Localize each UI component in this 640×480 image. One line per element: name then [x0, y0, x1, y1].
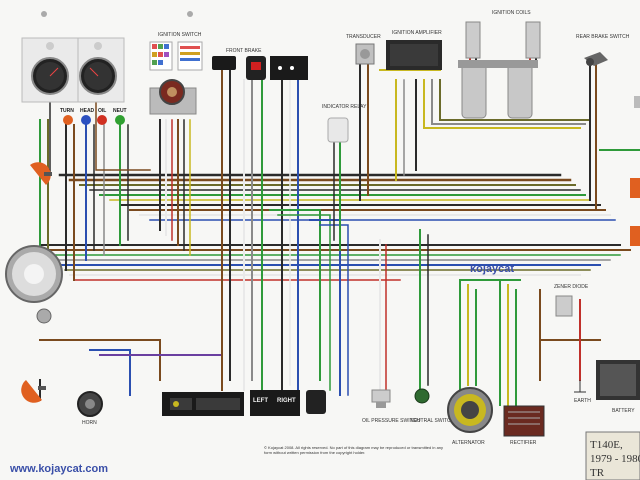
coil-icon — [461, 63, 487, 119]
oil-label: OIL — [98, 108, 106, 114]
zener-diode: ZENER DIODE — [554, 284, 589, 317]
alternator-label: ALTERNATOR — [452, 440, 485, 446]
ignition-switch-label: IGNITION SWITCH — [158, 32, 202, 38]
rear-brake-switch: REAR BRAKE SWITCH — [576, 34, 630, 66]
pilot-lamp-icon — [36, 308, 52, 324]
brand-text: kojaycat — [470, 263, 514, 275]
handlebar-switches: LEFT RIGHT — [162, 390, 326, 416]
model-title-box: T140E, 1979 - 1980 TR — [585, 431, 640, 480]
rectifier: RECTIFIER — [503, 405, 545, 446]
copyright-note: © Kojaycat 2008. All rights reserved. No… — [264, 445, 444, 455]
ignition-amplifier: IGNITION AMPLIFIER — [386, 30, 442, 70]
left-switch-label: LEFT — [253, 398, 268, 404]
headlamp-icon — [5, 245, 63, 303]
horn-label: HORN — [82, 420, 97, 426]
battery-label: BATTERY — [612, 408, 635, 414]
head-label: HEAD — [80, 108, 95, 114]
indicator-relay: INDICATOR RELAY — [322, 104, 367, 143]
indicator-relay-label: INDICATOR RELAY — [322, 104, 367, 110]
ignition-amplifier-label: IGNITION AMPLIFIER — [392, 30, 442, 36]
ignition-coils-label: IGNITION COILS — [492, 10, 531, 16]
rear-lamps — [630, 96, 640, 246]
neutral-lamp-icon — [115, 115, 125, 125]
turn-label: TURN — [60, 108, 74, 114]
model-suffix: TR — [590, 467, 605, 479]
copyright-text: © Kojaycat 2008. All rights reserved. No… — [264, 445, 444, 455]
zener-diode-label: ZENER DIODE — [554, 284, 589, 290]
earth-symbol-icon: EARTH — [574, 380, 591, 404]
front-brake-label: FRONT BRAKE — [226, 48, 262, 54]
turn-signal-rear-left-icon — [21, 380, 46, 403]
speedometer-gauge-icon — [21, 37, 79, 103]
turn-lamp-icon — [63, 115, 73, 125]
earth-label: EARTH — [574, 398, 591, 404]
neutral-switch-label: NEUTRAL SWITCH — [410, 418, 455, 424]
oil-pressure-switch-label: OIL PRESSURE SWITCH — [362, 418, 420, 424]
model-years: 1979 - 1980 — [590, 453, 640, 465]
neut-label: NEUT — [113, 108, 127, 114]
horn-icon: HORN — [77, 391, 103, 426]
oil-pressure-switch: OIL PRESSURE SWITCH — [362, 389, 420, 424]
brand-logo: kojaycat www.kojaycat.com — [9, 263, 514, 475]
pin-icons — [41, 11, 193, 17]
transducer-label: TRANSDUCER — [346, 34, 381, 40]
wire-bundle — [39, 29, 640, 406]
rear-brake-switch-label: REAR BRAKE SWITCH — [576, 34, 630, 40]
ignition-coils: IGNITION COILS — [458, 10, 541, 119]
oil-lamp-icon — [97, 115, 107, 125]
switch-icon — [251, 62, 261, 70]
rectifier-label: RECTIFIER — [510, 440, 537, 446]
website-url: www.kojaycat.com — [9, 463, 108, 475]
head-lamp-icon — [81, 115, 91, 125]
warning-lamps: TURN HEAD OIL NEUT — [60, 108, 127, 125]
coil-icon — [507, 63, 533, 119]
right-switch-label: RIGHT — [277, 398, 296, 404]
battery-icon: BATTERY — [596, 360, 640, 414]
ignition-switch: IGNITION SWITCH — [149, 32, 203, 115]
model-title: T140E, — [590, 439, 623, 451]
alternator-icon: ALTERNATOR — [447, 387, 493, 446]
front-brake-switch: FRONT BRAKE — [212, 48, 308, 80]
transducer: TRANSDUCER — [346, 34, 381, 65]
turn-signal-front-left-icon — [30, 162, 52, 185]
tachometer-gauge-icon — [77, 37, 125, 103]
neutral-switch: NEUTRAL SWITCH — [410, 388, 455, 424]
